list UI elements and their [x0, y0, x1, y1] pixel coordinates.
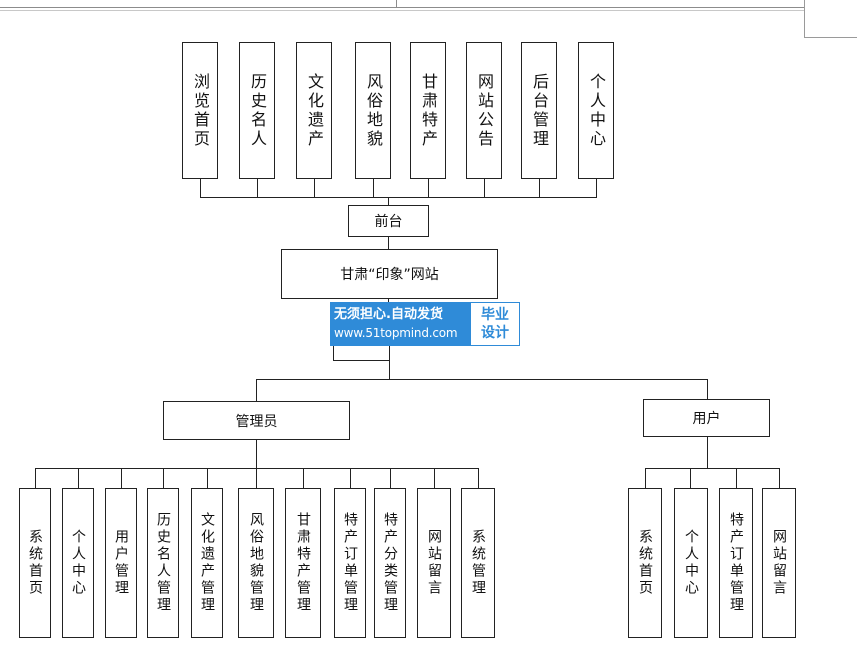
connector	[333, 346, 334, 361]
connector	[303, 468, 304, 488]
user-node: 用户	[643, 399, 770, 437]
page-top-tick	[396, 0, 397, 7]
connector	[736, 468, 737, 488]
connector	[373, 179, 374, 197]
connector	[163, 468, 164, 488]
admin-module-specialty-categories-management: 特产分类管理	[374, 488, 406, 638]
admin-module-customs-landscape-management: 风俗地貌管理	[238, 488, 274, 638]
frontend-module-browse-home: 浏览首页	[182, 42, 218, 179]
page-corner-horizontal	[804, 37, 857, 38]
connector	[256, 379, 708, 380]
admin-module-site-messages: 网站留言	[417, 488, 451, 638]
connector	[645, 468, 780, 469]
connector	[35, 468, 36, 488]
connector	[707, 379, 708, 399]
connector	[121, 468, 122, 488]
frontend-module-cultural-heritage: 文化遗产	[296, 42, 332, 179]
connector	[389, 346, 390, 379]
connector	[645, 468, 646, 488]
connector	[428, 179, 429, 197]
admin-module-user-management: 用户管理	[105, 488, 137, 638]
admin-module-gansu-specialties-management: 甘肃特产管理	[285, 488, 321, 638]
admin-module-personal-center: 个人中心	[62, 488, 94, 638]
connector	[390, 468, 391, 488]
connector	[388, 299, 389, 302]
watermark-url: www.51topmind.com	[334, 326, 458, 340]
user-module-system-home: 系统首页	[628, 488, 662, 638]
user-module-site-messages: 网站留言	[762, 488, 796, 638]
connector	[388, 237, 389, 249]
connector	[388, 197, 389, 205]
connector	[257, 179, 258, 197]
connector	[690, 468, 691, 488]
admin-module-historical-figures-management: 历史名人管理	[147, 488, 179, 638]
frontend-module-historical-figures: 历史名人	[239, 42, 275, 179]
connector	[314, 179, 315, 197]
admin-module-specialty-orders-management: 特产订单管理	[334, 488, 366, 638]
frontend-module-customs-landscape: 风俗地貌	[355, 42, 391, 179]
connector	[256, 468, 257, 488]
connector	[256, 440, 257, 469]
admin-module-cultural-heritage-management: 文化遗产管理	[191, 488, 223, 638]
connector	[539, 179, 540, 197]
user-module-personal-center: 个人中心	[674, 488, 708, 638]
user-module-specialty-orders-management: 特产订单管理	[719, 488, 753, 638]
root-node-website: 甘肃“印象”网站	[281, 249, 498, 299]
admin-module-system-management: 系统管理	[461, 488, 495, 638]
admin-module-system-home: 系统首页	[19, 488, 51, 638]
connector	[207, 468, 208, 488]
page-top-border	[0, 7, 804, 8]
connector	[200, 197, 597, 198]
frontend-module-site-announcements: 网站公告	[466, 42, 502, 179]
watermark-graduation-design: 毕业 设计	[470, 302, 520, 346]
connector	[78, 468, 79, 488]
watermark-text-block: 无须担心.自动发货 www.51topmind.com	[330, 302, 470, 346]
connector	[478, 468, 479, 488]
connector	[333, 360, 390, 361]
connector	[596, 179, 597, 197]
frontend-module-gansu-specialties: 甘肃特产	[410, 42, 446, 179]
connector	[707, 437, 708, 469]
connector	[350, 468, 351, 488]
watermark-badge: 无须担心.自动发货 www.51topmind.com 毕业 设计	[330, 302, 522, 346]
frontend-module-personal-center: 个人中心	[578, 42, 614, 179]
connector	[779, 468, 780, 488]
frontend-node: 前台	[348, 205, 429, 237]
watermark-slogan: 无须担心.自动发货	[334, 307, 443, 322]
connector	[256, 379, 257, 401]
connector	[35, 468, 479, 469]
page-corner-vertical	[804, 0, 805, 38]
frontend-module-backend-management: 后台管理	[521, 42, 557, 179]
page-top-border-inner	[0, 10, 804, 11]
connector	[200, 179, 201, 197]
admin-node: 管理员	[163, 401, 350, 440]
connector	[484, 179, 485, 197]
connector	[434, 468, 435, 488]
